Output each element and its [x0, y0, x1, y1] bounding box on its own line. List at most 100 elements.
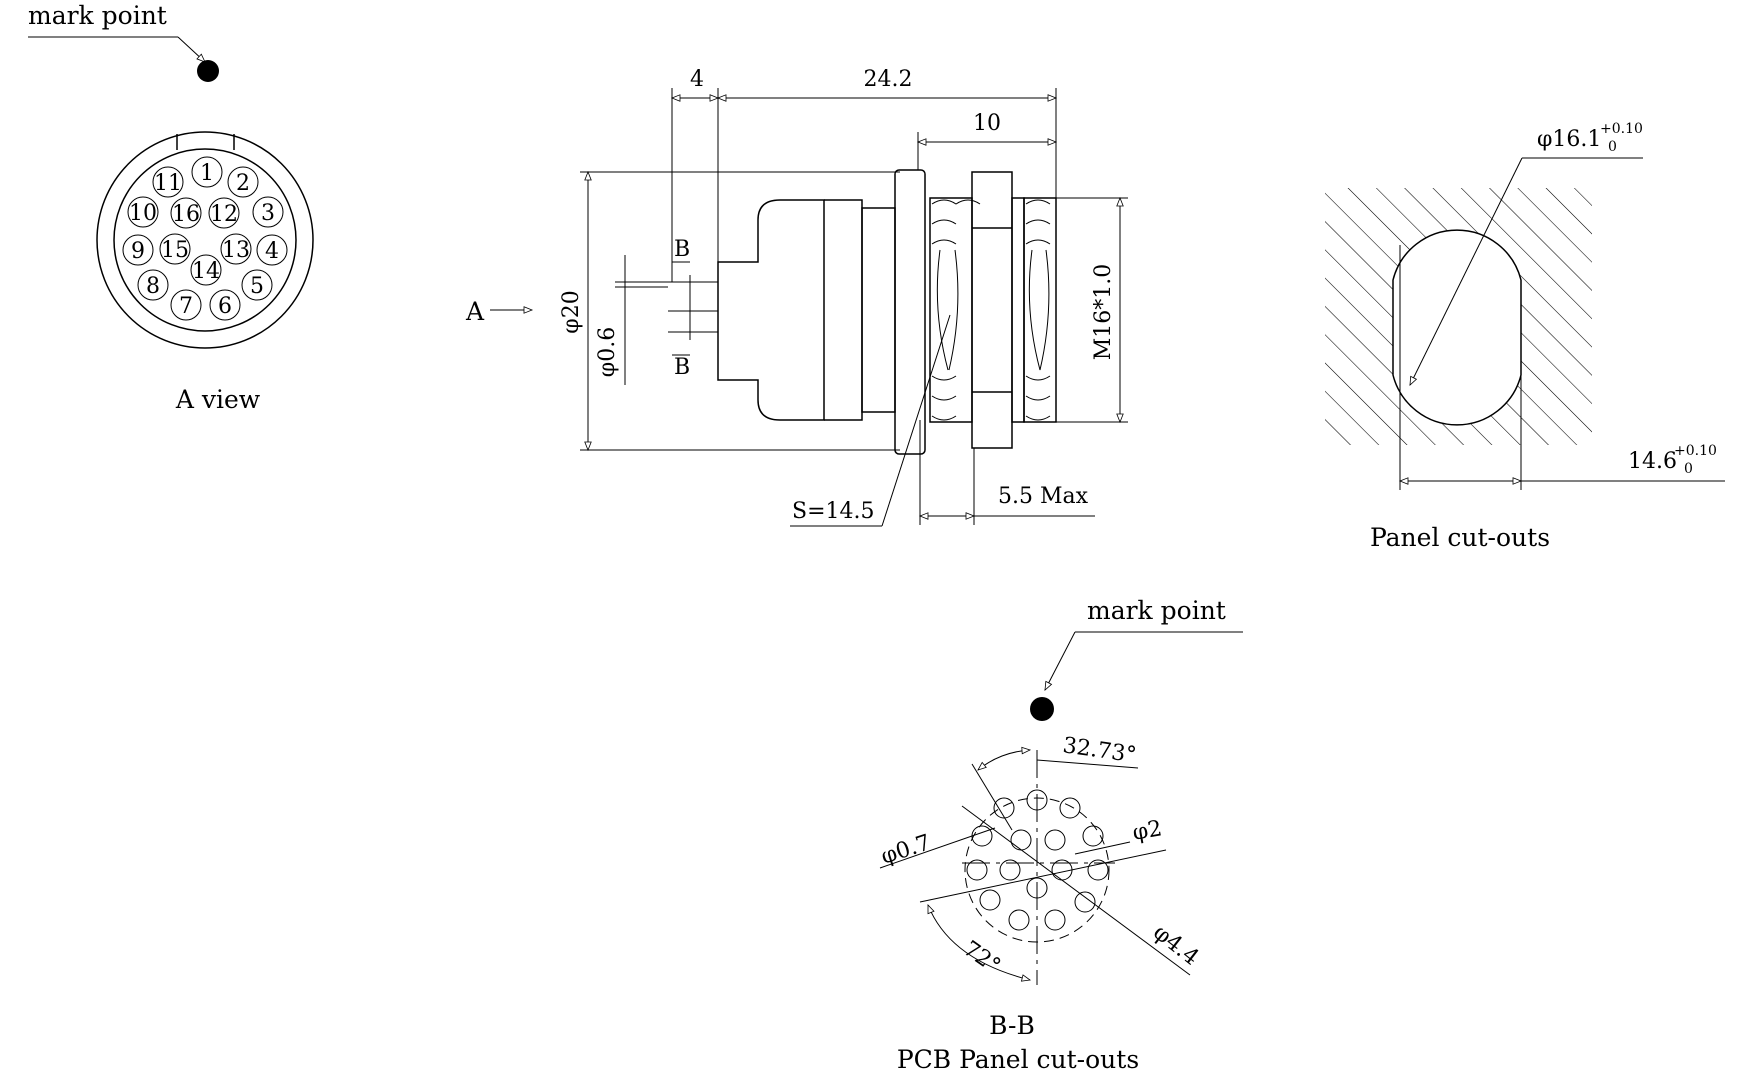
- panel-cutouts-label: Panel cut-outs: [1370, 523, 1550, 552]
- dim-14-6-tol-low: 0: [1684, 461, 1693, 477]
- pcb-hole: [966, 859, 988, 881]
- pin-number: 5: [250, 274, 264, 299]
- dim-16-1: φ16.1: [1537, 127, 1601, 152]
- pcb-hole: [1008, 909, 1030, 931]
- pin-number: 6: [218, 294, 232, 319]
- rear-body-step: [824, 199, 863, 421]
- pin-leads: [668, 275, 718, 340]
- flange: [894, 169, 926, 455]
- pin-circle-14: [190, 254, 222, 286]
- pin-circle-8: [137, 269, 169, 301]
- dim-16-1-tol-low: 0: [1608, 139, 1617, 155]
- pin-circle-16: [170, 197, 202, 229]
- pin-number: 4: [265, 239, 279, 264]
- ang72-arc: [927, 904, 1032, 982]
- a-view-outer-circle: [96, 131, 314, 349]
- pin-circle-9: [122, 234, 154, 266]
- pin-circle-15: [159, 233, 191, 265]
- dim-72: 72°: [959, 936, 1005, 979]
- pcb-hole: [979, 889, 1001, 911]
- pcb-hole: [993, 797, 1015, 819]
- section-bb-label: B-B: [989, 1011, 1035, 1040]
- pcb-hole: [1044, 829, 1066, 851]
- pin-circle-11: [152, 166, 184, 198]
- washer: [1011, 197, 1025, 423]
- a-view-label: A view: [175, 385, 261, 414]
- pin-number: 15: [161, 238, 189, 263]
- mark-point-label-2: mark point: [1087, 596, 1226, 625]
- pcb-hole: [1059, 797, 1081, 819]
- pin-number: 9: [131, 239, 145, 264]
- dim-14-6-tol-up: +0.10: [1674, 443, 1717, 459]
- pcb-hole: [1010, 829, 1032, 851]
- thread-lines: [931, 199, 1051, 421]
- mark-point-leader-arrow-2: [1044, 631, 1076, 691]
- pin-circle-3: [252, 196, 284, 228]
- a-view-inner-circle: [113, 148, 297, 332]
- pcb-hole: [971, 825, 993, 847]
- pcb-hole: [1026, 789, 1048, 811]
- dim-s14-5: S=14.5: [792, 499, 875, 524]
- ang32-leader: [1036, 759, 1139, 769]
- pin-number: 16: [172, 202, 200, 227]
- a-view: mark point 1 2 3 4: [28, 1, 314, 414]
- pin-number: 1: [200, 161, 214, 186]
- pin-number: 14: [192, 259, 220, 284]
- ang32-radial: [971, 763, 1013, 831]
- thread-front: [929, 197, 973, 423]
- pcb-bolt-circle: [964, 797, 1110, 943]
- side-view: A φ20: [465, 67, 1128, 527]
- pin-circle-7: [170, 289, 202, 321]
- view-arrow-label: A: [465, 297, 485, 326]
- pin-number: 3: [261, 201, 275, 226]
- mark-point-dot-2: [1030, 697, 1054, 721]
- pin-numbers: 1 2 3 4 5 6 7 8 9 10 11 12 13 14 15 16: [129, 161, 279, 319]
- dim-5-5-max: 5.5 Max: [998, 484, 1089, 509]
- pin-circle-10: [127, 196, 159, 228]
- dim-2: φ2: [1131, 816, 1164, 846]
- ang32-arc: [977, 746, 1032, 771]
- pin-number: 11: [154, 171, 182, 196]
- pin-circle-1: [191, 156, 223, 188]
- pin-circle-5: [241, 269, 273, 301]
- section-mark-bottom: B: [674, 355, 690, 380]
- mark-point-dot: [197, 60, 219, 82]
- pin-number: 10: [129, 201, 157, 226]
- dim-0-7: φ0.7: [878, 830, 934, 869]
- section-mark-top: B: [674, 237, 690, 262]
- pin-circle-6: [209, 289, 241, 321]
- pcb-hole: [1044, 909, 1066, 931]
- dim-16-1-tol-up: +0.10: [1600, 121, 1643, 137]
- pin-number: 2: [236, 171, 250, 196]
- pin-circle-2: [227, 166, 259, 198]
- dim-4-4: φ4.4: [1148, 920, 1203, 971]
- cutout-outline: [1392, 229, 1522, 426]
- hex-nut: [971, 171, 1013, 449]
- dim-10: 10: [973, 111, 1001, 136]
- dim-4: 4: [690, 67, 704, 92]
- pin-number: 7: [179, 294, 193, 319]
- pin-circle-12: [208, 197, 240, 229]
- ang72-line: [919, 849, 1167, 903]
- panel-hatch: [1325, 188, 1592, 445]
- dim-line-161: [1409, 157, 1523, 386]
- pin-circle-13: [220, 233, 252, 265]
- pin-circles: [122, 156, 288, 321]
- mark-point-leader-arrow: [177, 36, 206, 63]
- dim-24-2: 24.2: [864, 67, 913, 92]
- mark-point-label: mark point: [28, 1, 167, 30]
- rear-body: [717, 199, 825, 421]
- dia07-leader: [879, 827, 996, 869]
- thread-rear: [1023, 197, 1057, 423]
- dim-14-6: 14.6: [1628, 449, 1677, 474]
- dim-m16-thread: M16*1.0: [1091, 264, 1116, 361]
- pcb-hole: [1074, 891, 1096, 913]
- pcb-cutout-view: mark point 32.73°: [878, 596, 1243, 1071]
- pin-circle-4: [256, 234, 288, 266]
- dia44-leader: [961, 805, 1191, 976]
- dim-dia20: φ20: [559, 290, 584, 333]
- s145-leader: [881, 314, 951, 527]
- panel-cutout-view: 14.6 +0.10 0 φ16.1 +0.10 0 Panel cut-out…: [1325, 121, 1725, 552]
- flange-rear-ring: [861, 207, 896, 413]
